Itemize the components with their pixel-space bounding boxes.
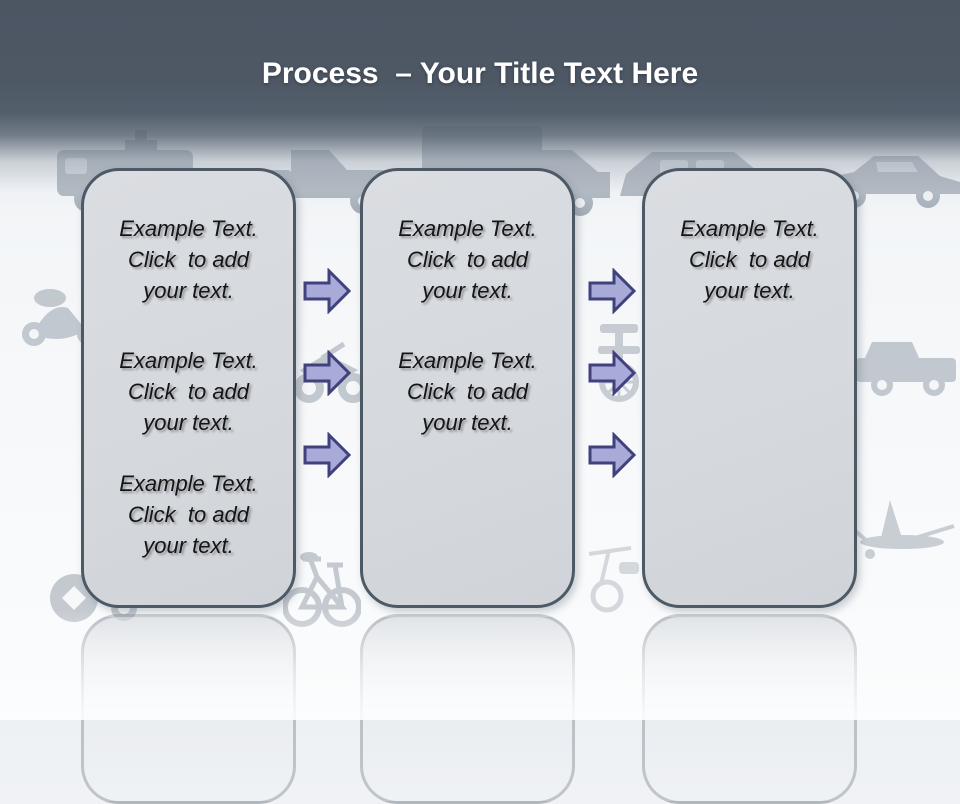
text-placeholder[interactable]: Example Text. Click to add your text. [680,216,819,303]
reflection-fade [0,612,960,720]
text-placeholder[interactable]: Example Text. Click to add your text. [119,216,258,303]
right-arrow-icon [587,267,637,315]
right-arrow-icon [587,431,637,479]
process-panel-step-1[interactable]: Example Text. Click to add your text. Ex… [81,168,296,608]
airplane-icon [850,498,960,560]
text-placeholder[interactable]: Example Text. Click to add your text. [398,348,537,435]
process-panel-step-3[interactable]: Example Text. Click to add your text. [642,168,857,608]
text-placeholder[interactable]: Example Text. Click to add your text. [398,216,537,303]
process-panel-step-2[interactable]: Example Text. Click to add your text. Ex… [360,168,575,608]
golf-trolley-icon [585,540,651,614]
page-title: Process – Your Title Text Here [0,55,960,93]
right-arrow-icon [587,349,637,397]
title-keyword: Process [261,57,379,90]
text-placeholder[interactable]: Example Text. Click to add your text. [119,471,258,558]
right-arrow-icon [302,431,352,479]
right-arrow-icon [302,267,352,315]
title-text: – Your Title Text Here [378,57,699,90]
jeep-icon [854,338,960,398]
text-placeholder[interactable]: Example Text. Click to add your text. [119,348,258,435]
right-arrow-icon [302,349,352,397]
